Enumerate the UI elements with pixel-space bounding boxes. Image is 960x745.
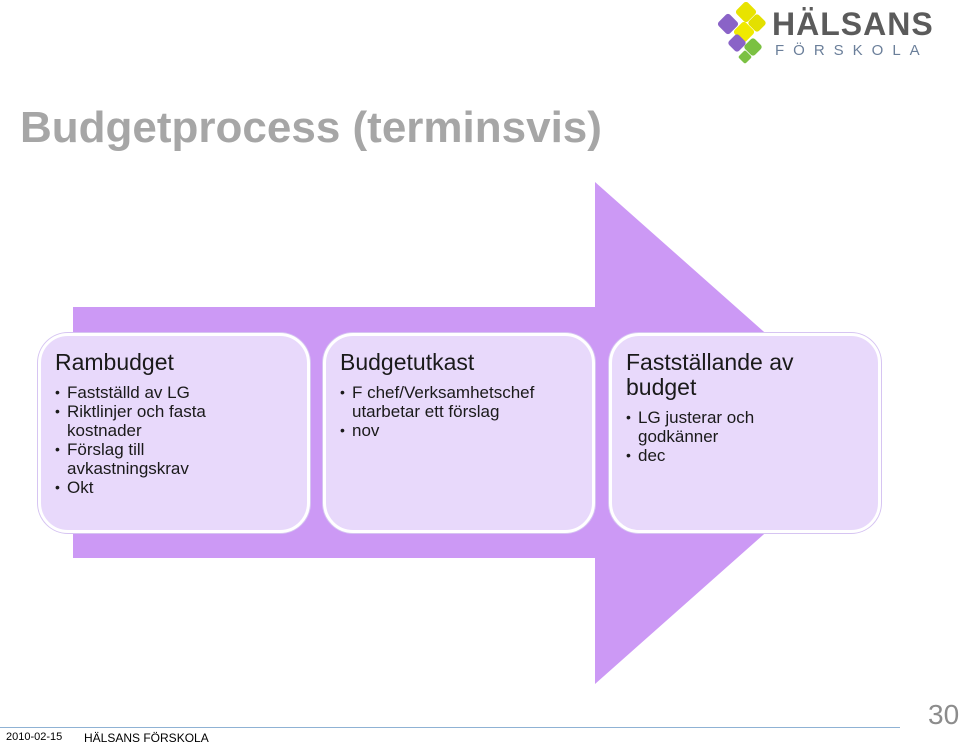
step-bullets: F chef/Verksamhetschef utarbetar ett för… bbox=[340, 383, 580, 440]
step-box-faststallande: Fastställande av budget LG justerar och … bbox=[609, 333, 881, 533]
list-item: dec bbox=[626, 446, 866, 465]
list-item: Okt bbox=[55, 478, 295, 497]
step-title: Fastställande av budget bbox=[626, 349, 794, 400]
list-item: Fastställd av LG bbox=[55, 383, 295, 402]
step-bullets: Fastställd av LG Riktlinjer och fasta ko… bbox=[55, 383, 295, 497]
footer-date: 2010-02-15 bbox=[6, 731, 63, 743]
logo: HÄLSANS FÖRSKOLA bbox=[712, 2, 933, 68]
list-item: Riktlinjer och fasta kostnader bbox=[55, 402, 237, 440]
footer-organization: HÄLSANS FÖRSKOLA bbox=[84, 731, 209, 745]
step-title: Rambudget bbox=[55, 349, 174, 375]
step-title: Budgetutkast bbox=[340, 349, 475, 375]
puzzle-logo-icon bbox=[717, 2, 766, 64]
page-number: 30 bbox=[928, 699, 960, 730]
step-bullets: LG justerar och godkänner dec bbox=[626, 408, 866, 465]
list-item: nov bbox=[340, 421, 580, 440]
list-item: Förslag till avkastningskrav bbox=[55, 440, 217, 478]
logo-name: HÄLSANS bbox=[772, 6, 934, 42]
logo-subtitle: FÖRSKOLA bbox=[775, 42, 929, 59]
list-item: LG justerar och godkänner bbox=[626, 408, 788, 446]
step-box-budgetutkast: Budgetutkast F chef/Verksamhetschef utar… bbox=[323, 333, 595, 533]
list-item: F chef/Verksamhetschef utarbetar ett för… bbox=[340, 383, 567, 421]
footer-divider bbox=[0, 727, 900, 728]
step-box-rambudget: Rambudget Fastställd av LG Riktlinjer oc… bbox=[38, 333, 310, 533]
slide-title: Budgetprocess (terminsvis) bbox=[20, 103, 602, 152]
